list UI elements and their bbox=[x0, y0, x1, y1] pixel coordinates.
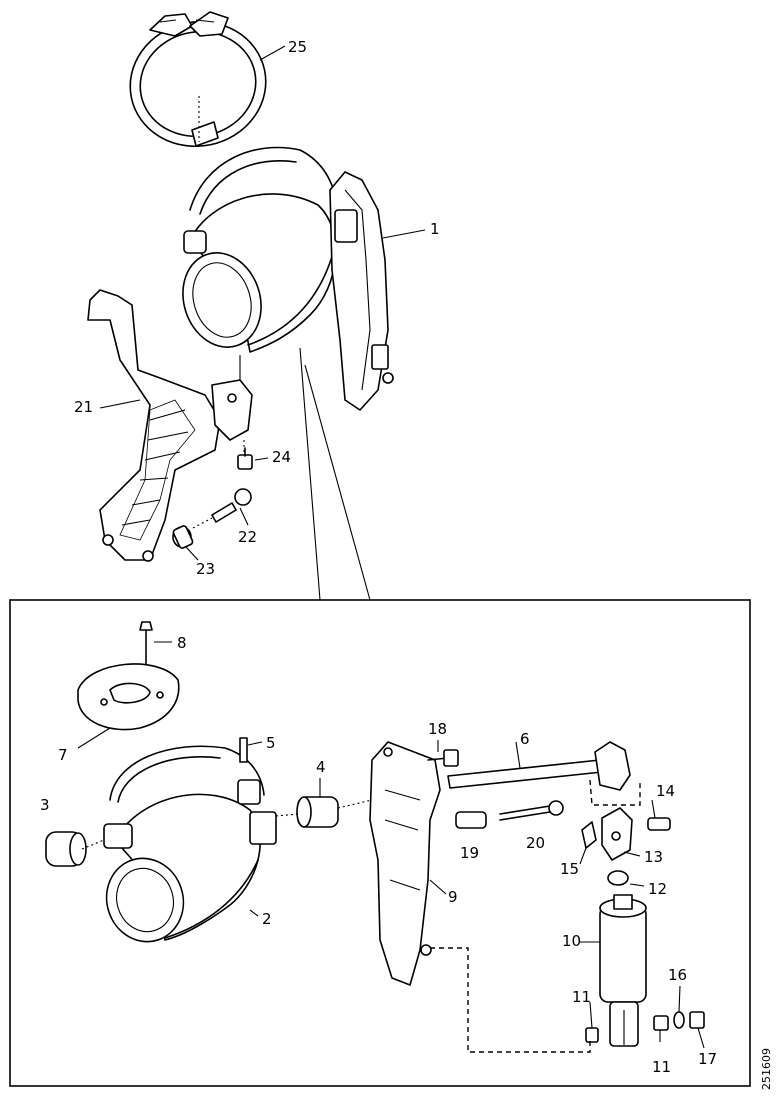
label-5: 5 bbox=[266, 734, 276, 752]
label-15: 15 bbox=[560, 860, 579, 878]
silencer-lower-2 bbox=[103, 745, 277, 943]
sleeve-19 bbox=[455, 811, 487, 829]
label-22: 22 bbox=[238, 528, 257, 546]
fork-13 bbox=[601, 807, 633, 861]
sleeve-23 bbox=[172, 525, 194, 549]
label-14: 14 bbox=[656, 782, 675, 800]
label-3: 3 bbox=[40, 796, 50, 814]
support-bracket-21 bbox=[87, 289, 253, 562]
label-10: 10 bbox=[562, 932, 581, 950]
rubber-bush-4 bbox=[275, 796, 373, 828]
nut-17 bbox=[689, 1011, 705, 1029]
clamp-band-25 bbox=[129, 11, 267, 148]
support-rod-6 bbox=[447, 741, 641, 806]
leader-lines bbox=[77, 45, 705, 1049]
washer-11b bbox=[653, 1015, 669, 1031]
washer-15 bbox=[581, 821, 597, 849]
label-11a: 11 bbox=[572, 988, 591, 1006]
bolt-22 bbox=[192, 488, 252, 529]
nut-12 bbox=[607, 870, 629, 886]
label-6: 6 bbox=[520, 730, 530, 748]
assembly-path bbox=[430, 947, 591, 1053]
washer-11a bbox=[585, 1027, 599, 1043]
label-16: 16 bbox=[668, 966, 687, 984]
figure-code: 251609 bbox=[760, 1048, 773, 1090]
label-13: 13 bbox=[644, 848, 663, 866]
pin-5 bbox=[239, 737, 248, 763]
mounting-bracket-upper bbox=[329, 171, 394, 411]
pin-14 bbox=[647, 817, 671, 831]
label-21: 21 bbox=[74, 398, 93, 416]
label-1: 1 bbox=[430, 220, 440, 238]
label-23: 23 bbox=[196, 560, 215, 578]
label-7: 7 bbox=[58, 746, 68, 764]
label-2: 2 bbox=[262, 910, 272, 928]
label-12: 12 bbox=[648, 880, 667, 898]
bolt-24 bbox=[237, 447, 253, 470]
rubber-sleeve-3 bbox=[45, 831, 105, 867]
projection-line-right bbox=[304, 364, 371, 601]
damper-10 bbox=[599, 894, 647, 1047]
callout-labels: 25 1 21 24 22 23 8 7 5 4 3 18 6 14 19 20… bbox=[40, 38, 773, 1090]
label-17: 17 bbox=[698, 1050, 717, 1068]
label-20: 20 bbox=[526, 834, 545, 852]
mounting-bracket-9 bbox=[369, 741, 441, 986]
label-9: 9 bbox=[448, 888, 458, 906]
bolt-18 bbox=[427, 749, 459, 767]
label-11b: 11 bbox=[652, 1058, 671, 1076]
label-25: 25 bbox=[288, 38, 307, 56]
detail-frame bbox=[9, 599, 751, 1087]
label-8: 8 bbox=[177, 634, 187, 652]
washer-16 bbox=[673, 1011, 685, 1029]
label-19: 19 bbox=[460, 844, 479, 862]
label-18: 18 bbox=[428, 720, 447, 738]
silencer-upper bbox=[182, 146, 337, 390]
label-4: 4 bbox=[316, 758, 326, 776]
label-24: 24 bbox=[272, 448, 291, 466]
heat-shield-7 bbox=[77, 663, 180, 731]
projection-line-left bbox=[299, 347, 321, 601]
bolt-20 bbox=[499, 800, 564, 821]
